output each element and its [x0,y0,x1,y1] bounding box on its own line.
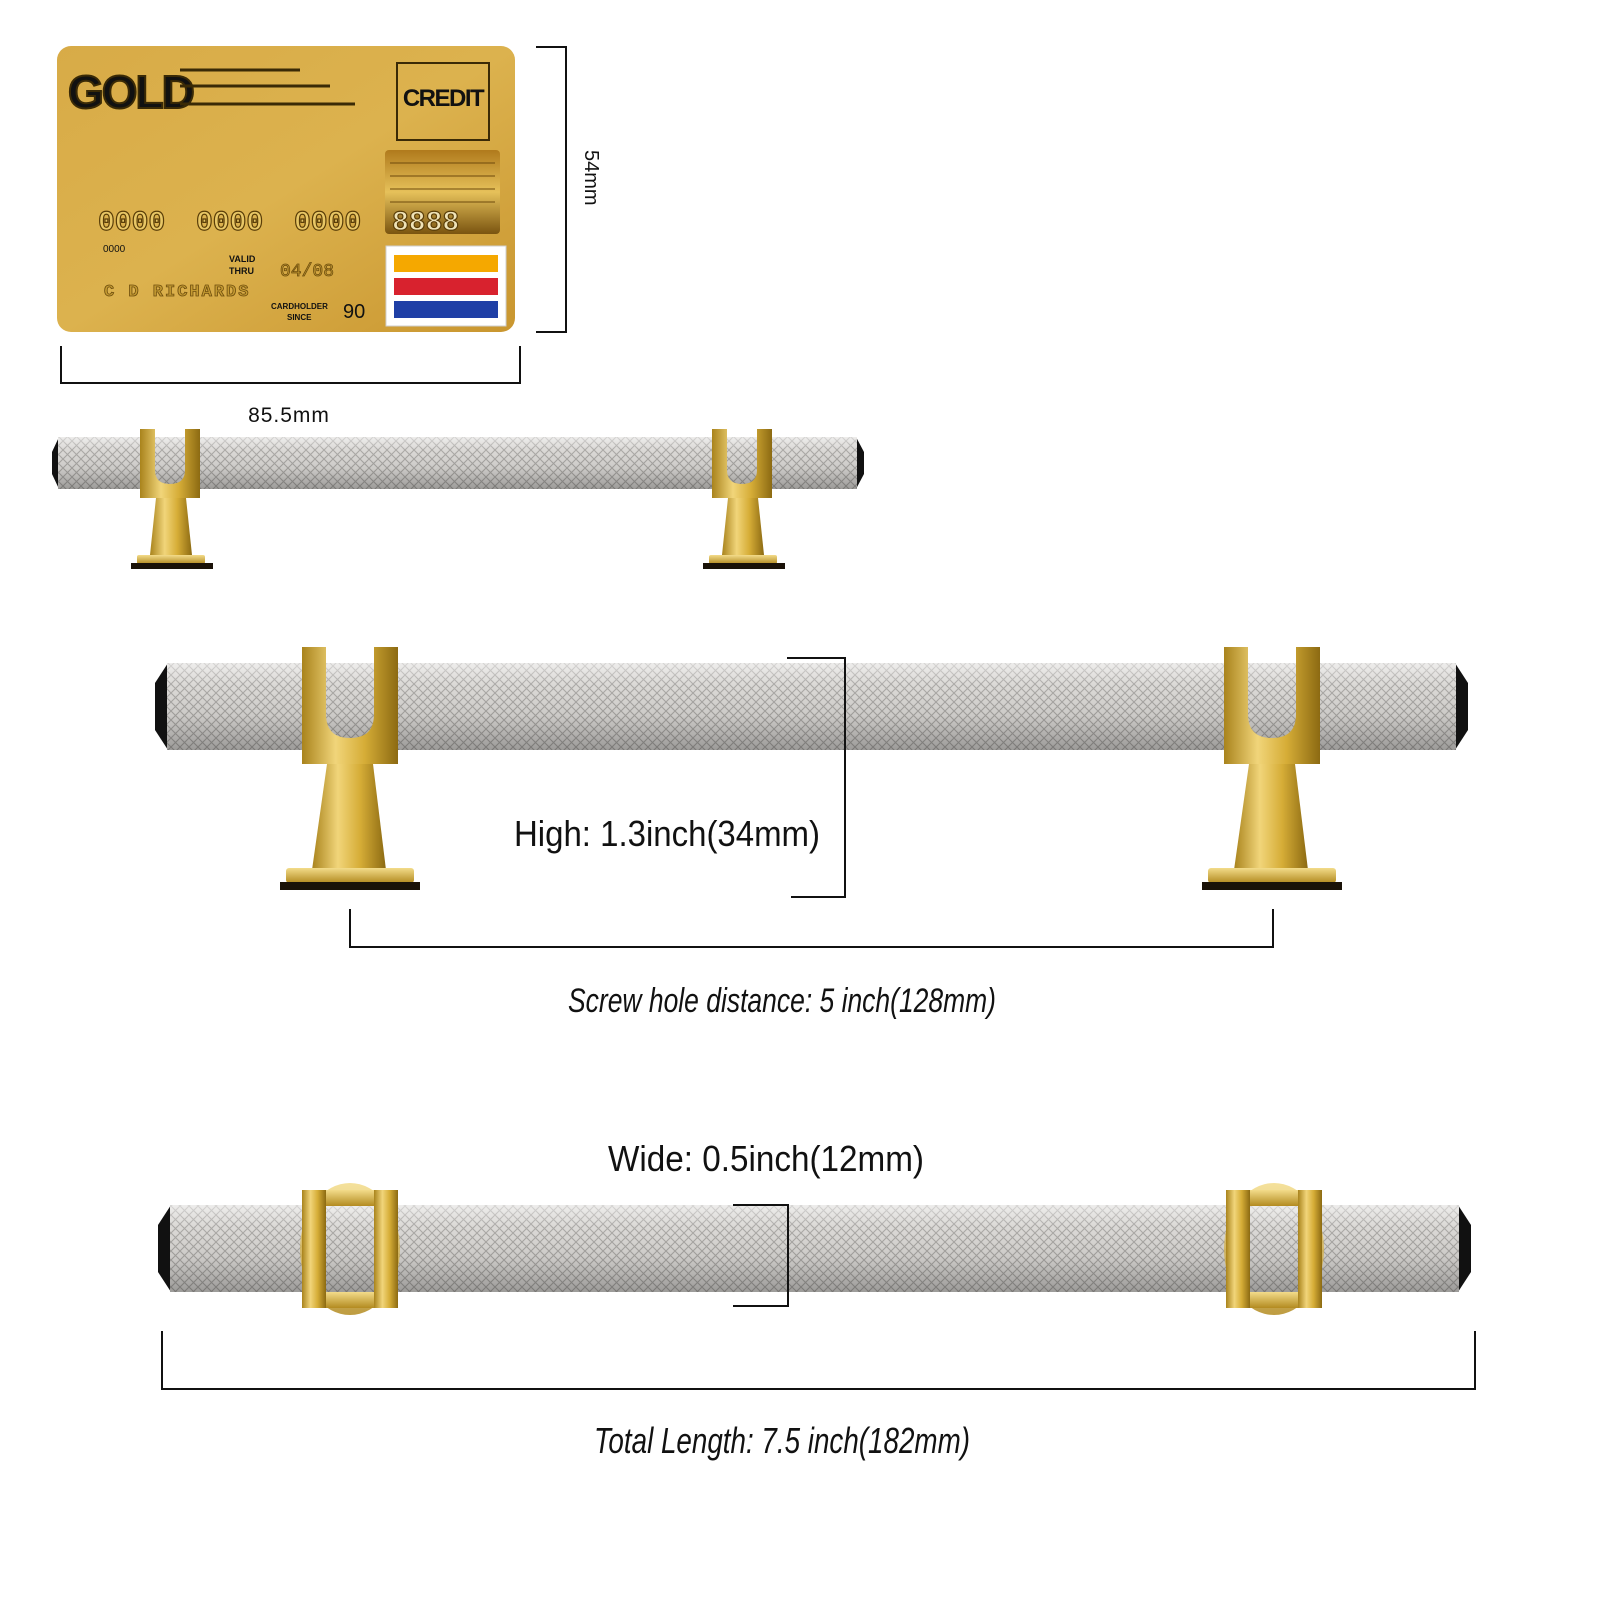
card-chip [385,150,500,234]
bar-end-left [155,663,168,750]
card-height-bracket [536,46,567,333]
screw-hole-bracket [349,909,1274,948]
flag-stripe-1 [394,255,498,272]
handle-large-side [155,647,1468,890]
card-holder-name: C D RICHARDS [104,283,250,302]
card-since-label-1: CARDHOLDER [271,302,328,311]
credit-card: GOLD CREDIT 0000 0000 0000 8888 0000 VAL… [57,46,515,332]
card-width-bracket [60,346,521,384]
card-valid-label-1: VALID [229,254,256,264]
card-number-1: 0000 [98,208,165,239]
bar-end-right [856,437,864,489]
card-small-number: 0000 [103,244,126,255]
post-left-top [300,1183,400,1315]
flag-stripe-2 [394,278,498,295]
card-brand: GOLD [68,66,194,118]
card-valid-label-2: THRU [229,266,254,276]
card-type-box [396,62,490,141]
card-valid-date: 04/08 [280,262,334,282]
card-flag [385,245,507,327]
post-right [703,429,785,569]
bar-end-left [52,437,59,489]
handle-top-view [158,1183,1471,1315]
card-number-2: 0000 [196,208,263,239]
card-type-label: CREDIT [403,85,485,112]
card-number-4: 8888 [392,208,459,239]
total-length-label: Total Length: 7.5 inch(182mm) [594,1420,970,1461]
card-since-year: 90 [343,301,365,323]
handle-small-side [52,429,864,569]
post-left [131,429,213,569]
height-bracket [787,657,846,898]
chip-lines [390,162,495,203]
wide-bracket [733,1204,789,1307]
card-width-label: 85.5mm [248,404,330,427]
bar-end-right [1455,663,1468,750]
wide-label: Wide: 0.5inch(12mm) [608,1138,924,1179]
post-left [280,647,420,890]
card-brand-lines [180,68,355,106]
card-since-label-2: SINCE [287,313,312,322]
card-height-label: 54mm [580,150,602,206]
post-right-top [1224,1183,1324,1315]
bar-end-left [158,1205,171,1292]
card-number-3: 0000 [294,208,361,239]
bar-end-right [1458,1205,1471,1292]
flag-stripe-3 [394,301,498,318]
screw-hole-label: Screw hole distance: 5 inch(128mm) [568,982,996,1020]
post-right [1202,647,1342,890]
height-label: High: 1.3inch(34mm) [514,813,820,854]
total-length-bracket [161,1331,1476,1390]
